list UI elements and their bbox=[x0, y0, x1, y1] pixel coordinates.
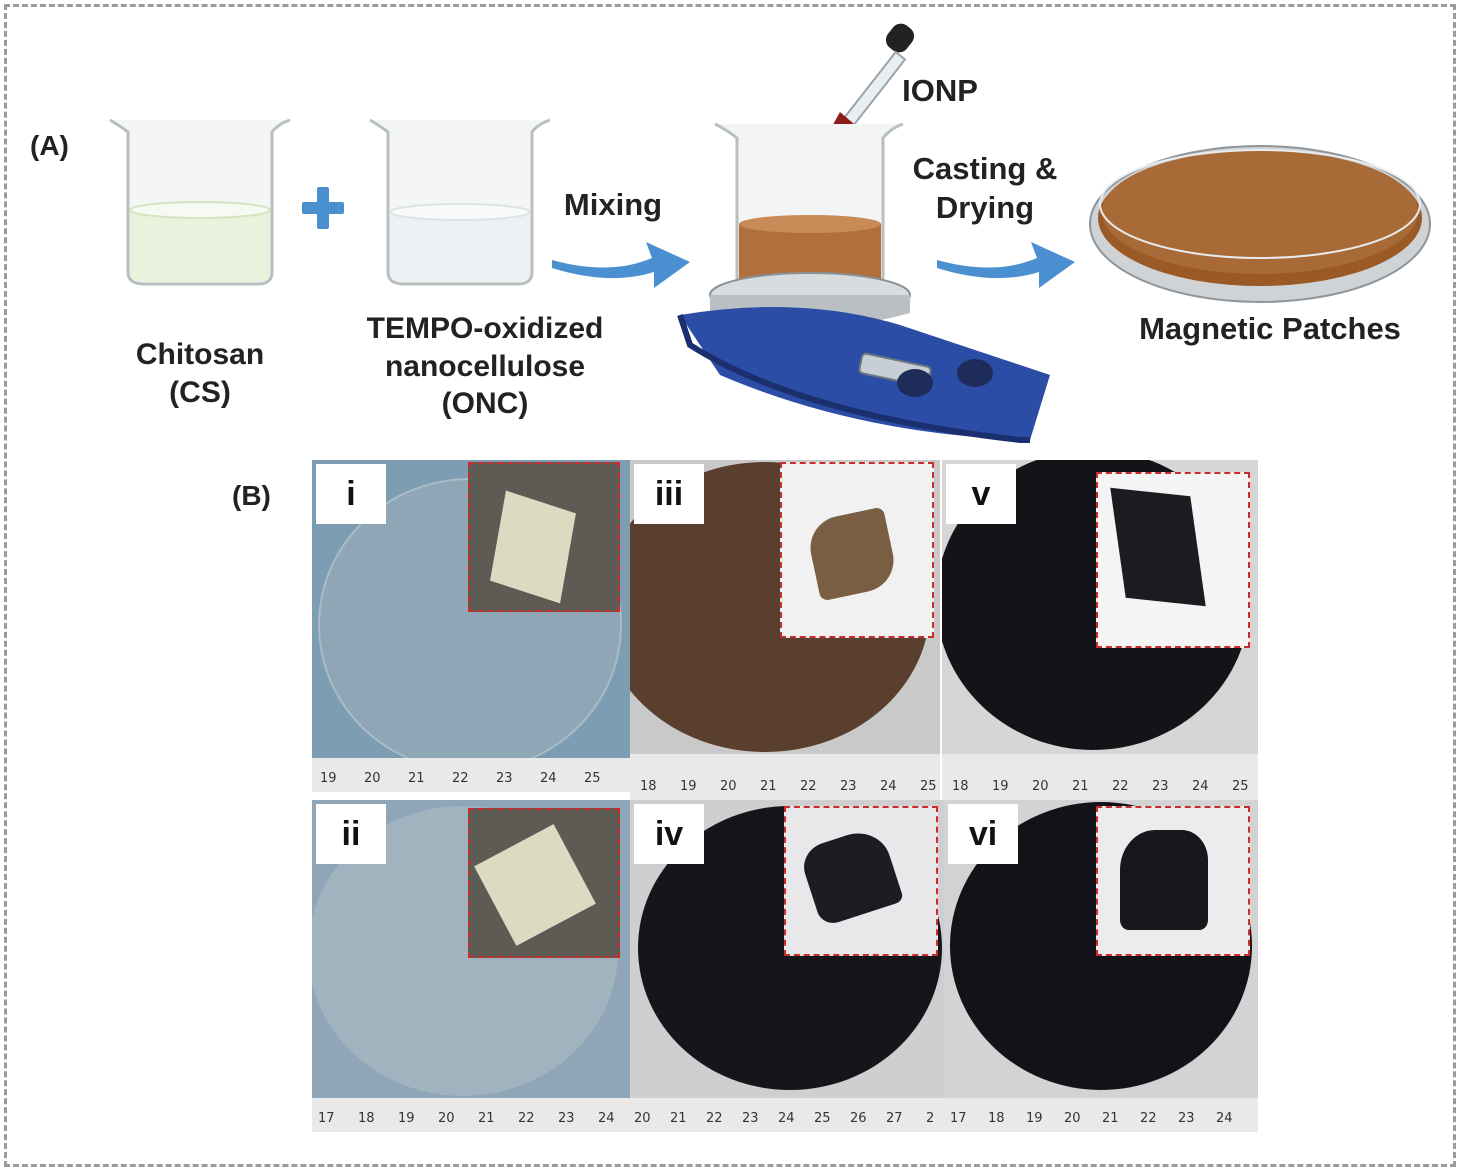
ruler: 17 18 19 20 21 22 23 24 bbox=[312, 1098, 630, 1132]
panel-b-label: (B) bbox=[232, 480, 271, 511]
figure-frame bbox=[4, 4, 1456, 1167]
mixing-arrow bbox=[552, 242, 690, 288]
photo-tile-vi: vi 17 18 19 20 21 22 23 24 bbox=[944, 800, 1258, 1132]
mixing-label: Mixing bbox=[563, 187, 663, 222]
ruler: 18 19 20 21 22 23 24 25 bbox=[942, 754, 1258, 800]
photo-tile-ii: ii 17 18 19 20 21 22 23 24 bbox=[312, 800, 630, 1132]
ruler: 19 20 21 22 23 24 25 bbox=[312, 758, 630, 792]
panel-a-label: (A) bbox=[30, 130, 69, 161]
ruler: 17 18 19 20 21 22 23 24 bbox=[944, 1098, 1258, 1132]
inset-photo bbox=[1096, 806, 1250, 956]
tile-label: iv bbox=[634, 804, 704, 864]
inset-photo bbox=[1096, 472, 1250, 648]
photo-tile-iv: iv 20 21 22 23 24 25 26 27 2 bbox=[630, 800, 944, 1132]
inset-photo bbox=[468, 808, 620, 958]
tile-label: i bbox=[316, 464, 386, 524]
inset-photo bbox=[468, 462, 620, 612]
magnetic-stirrer bbox=[677, 272, 1050, 443]
inset-photo bbox=[780, 462, 934, 638]
photo-tile-i: i 19 20 21 22 23 24 25 bbox=[312, 460, 630, 792]
chitosan-label: Chitosan (CS) bbox=[135, 338, 265, 409]
onc-label: TEMPO-oxidized nanocellulose (ONC) bbox=[366, 312, 604, 420]
ruler: 18 19 20 21 22 23 24 25 bbox=[630, 754, 940, 800]
ruler: 20 21 22 23 24 25 26 27 2 bbox=[630, 1098, 944, 1132]
casting-arrow bbox=[937, 242, 1075, 288]
ionp-label: IONP bbox=[902, 73, 978, 108]
petri-dish bbox=[1089, 145, 1431, 303]
photo-tile-iii: iii 18 19 20 21 22 23 24 25 bbox=[630, 460, 940, 800]
tile-label: vi bbox=[948, 804, 1018, 864]
chitosan-beaker bbox=[109, 118, 291, 286]
photo-tile-v: v 18 19 20 21 22 23 24 25 bbox=[942, 460, 1258, 800]
magnetic-patches-label: Magnetic Patches bbox=[1139, 311, 1401, 346]
onc-beaker bbox=[369, 118, 551, 286]
inset-photo bbox=[784, 806, 938, 956]
plus-icon bbox=[302, 187, 344, 229]
tile-label: ii bbox=[316, 804, 386, 864]
casting-drying-label: Casting & Drying bbox=[912, 151, 1058, 225]
tile-label: iii bbox=[634, 464, 704, 524]
tile-label: v bbox=[946, 464, 1016, 524]
